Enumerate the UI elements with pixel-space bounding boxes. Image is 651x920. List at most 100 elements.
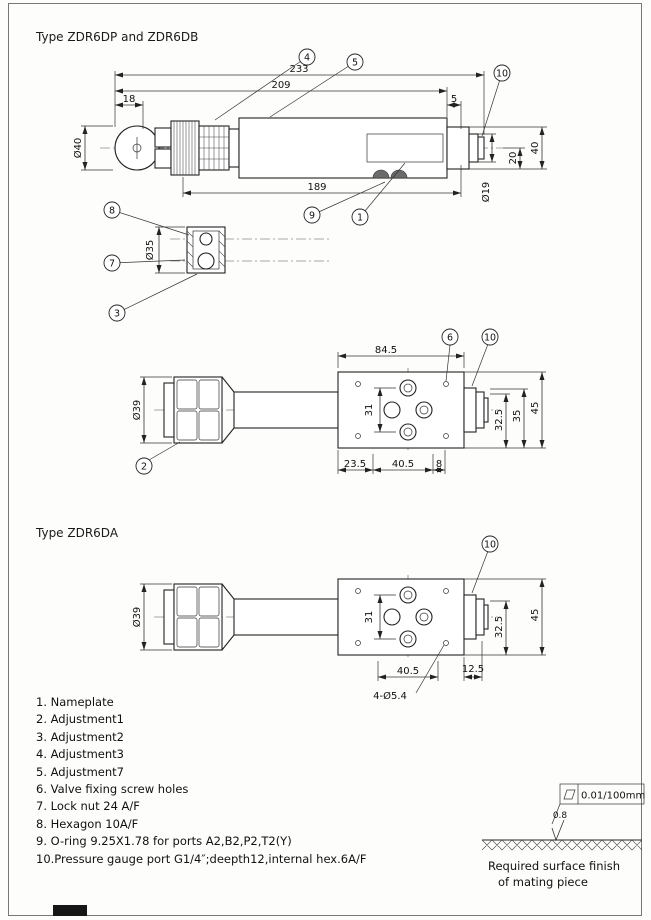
roughness-icon — [551, 819, 565, 842]
svg-text:6: 6 — [447, 333, 453, 344]
dim-40-5: 40.5 — [392, 459, 414, 470]
top-view-zdr6da: Ø39 31 32.5 45 40.5 12.5 4-Ø5.4 — [131, 535, 546, 702]
callout-5 — [346, 53, 364, 71]
svg-text:2: 2 — [141, 462, 147, 473]
dim-40-5: 40.5 — [397, 666, 419, 677]
end-cap — [446, 126, 485, 170]
callout-10 — [481, 328, 499, 346]
side-view-drawing: 233 209 18 5 Ø40 189 Ø19 20 40 — [72, 48, 547, 322]
svg-text:4: 4 — [304, 53, 310, 64]
flatness-value: 0.01/100mm — [581, 791, 645, 802]
dim-dia39: Ø39 — [131, 400, 143, 421]
dim-dia35: Ø35 — [144, 240, 156, 261]
top-db-callouts: 6 10 2 — [135, 328, 499, 475]
surface-finish-symbol: 0.01/100mm 0.8 — [481, 783, 645, 851]
callout-10 — [481, 535, 499, 553]
o-ring-port — [390, 169, 408, 179]
top-da-dimensions: Ø39 31 32.5 45 40.5 12.5 4-Ø5.4 — [131, 578, 546, 702]
legend-item-6: 6. Valve fixing screw holes — [36, 782, 189, 797]
callout-1 — [351, 208, 369, 226]
dim-35: 35 — [512, 410, 523, 423]
dim-5: 5 — [451, 94, 457, 105]
knurled-section — [170, 120, 200, 176]
svg-text:1: 1 — [357, 213, 363, 224]
note-line-2: of mating piece — [498, 875, 588, 889]
legend-item-10: 10.Pressure gauge port G1/4″;deepth12,in… — [36, 851, 367, 866]
callout-10 — [493, 64, 511, 82]
flatness-icon — [563, 789, 576, 800]
fixing-screw-holes — [355, 381, 449, 439]
sheet-border — [8, 3, 642, 916]
page-title-zdr6da: Type ZDR6DA — [36, 526, 119, 540]
svg-text:7: 7 — [109, 259, 115, 270]
o-ring-port — [372, 169, 390, 179]
svg-text:5: 5 — [352, 58, 358, 69]
callout-9 — [303, 206, 321, 224]
end-cap-detail-view: Ø35 8 7 3 — [103, 201, 330, 322]
svg-text:8: 8 — [109, 206, 115, 217]
valve-body — [228, 117, 448, 179]
side-view-callouts: 4 5 10 9 1 — [214, 48, 511, 226]
callout-2 — [135, 457, 153, 475]
svg-text:3: 3 — [114, 309, 120, 320]
dim-84-5: 84.5 — [375, 345, 397, 356]
nameplate — [366, 133, 444, 163]
surface-hatching — [481, 839, 643, 851]
callout-4 — [298, 48, 316, 66]
surface-finish-note: Required surface finish of mating piece — [488, 858, 620, 890]
svg-text:9: 9 — [309, 211, 315, 222]
side-view-dimensions: 233 209 18 5 Ø40 189 Ø19 20 40 — [72, 64, 547, 202]
top-view-zdr6db: 84.5 Ø39 31 32.5 35 45 23.5 — [131, 328, 546, 475]
roughness-value: 0.8 — [553, 811, 568, 821]
gauge-port-cap — [463, 594, 489, 640]
legend-item-2: 2. Adjustment1 — [36, 712, 124, 727]
flatness-frame — [559, 783, 645, 805]
valve-shaft — [233, 598, 339, 636]
dim-31: 31 — [364, 611, 375, 624]
dim-45: 45 — [530, 402, 541, 415]
legend-item-1: 1. Nameplate — [36, 695, 114, 709]
dim-233: 233 — [289, 64, 308, 75]
dim-189: 189 — [307, 182, 326, 193]
sheet-edge-mark — [53, 905, 87, 916]
svg-text:10: 10 — [484, 540, 496, 551]
ports — [383, 586, 433, 648]
callout-3 — [108, 304, 126, 322]
dim-dia19: Ø19 — [480, 182, 492, 203]
dim-23-5: 23.5 — [344, 459, 366, 470]
hex-adjustment-section — [198, 125, 230, 171]
fixing-screw-holes — [355, 588, 449, 646]
legend-item-5: 5. Adjustment7 — [36, 764, 124, 779]
legend-item-7: 7. Lock nut 24 A/F — [36, 799, 140, 814]
legend-item-8: 8. Hexagon 10A/F — [36, 816, 139, 831]
dim-8: 8 — [436, 459, 442, 470]
dim-20: 20 — [508, 152, 519, 165]
ports — [383, 379, 433, 441]
dim-dia39: Ø39 — [131, 607, 143, 628]
dim-32-5: 32.5 — [494, 409, 505, 431]
callout-7 — [103, 254, 121, 272]
legend-list: 1. Nameplate 2. Adjustment1 3. Adjustmen… — [36, 694, 366, 868]
dim-32-5: 32.5 — [494, 616, 505, 638]
dim-31: 31 — [364, 404, 375, 417]
knob-top-view — [163, 376, 235, 444]
legend-item-4: 4. Adjustment3 — [36, 747, 124, 762]
callout-8 — [103, 201, 121, 219]
dim-12-5: 12.5 — [462, 664, 484, 675]
valve-shaft — [233, 391, 339, 429]
knob-top-view — [163, 583, 235, 651]
svg-text:10: 10 — [484, 333, 496, 344]
holes-label: 4-Ø5.4 — [373, 690, 407, 702]
dim-45: 45 — [530, 609, 541, 622]
dim-40: 40 — [530, 142, 541, 155]
gauge-port-cap — [463, 387, 489, 433]
dim-18: 18 — [123, 94, 136, 105]
top-db-dimensions: 84.5 Ø39 31 32.5 35 45 23.5 — [131, 345, 546, 474]
legend-item-3: 3. Adjustment2 — [36, 729, 124, 744]
page-title-zdr6dp-db: Type ZDR6DP and ZDR6DB — [36, 30, 199, 44]
legend-item-9: 9. O-ring 9.25X1.78 for ports A2,B2,P2,T… — [36, 834, 292, 849]
top-da-callouts: 10 — [471, 535, 499, 594]
dim-209: 209 — [271, 80, 290, 91]
dim-dia40: Ø40 — [72, 138, 84, 159]
